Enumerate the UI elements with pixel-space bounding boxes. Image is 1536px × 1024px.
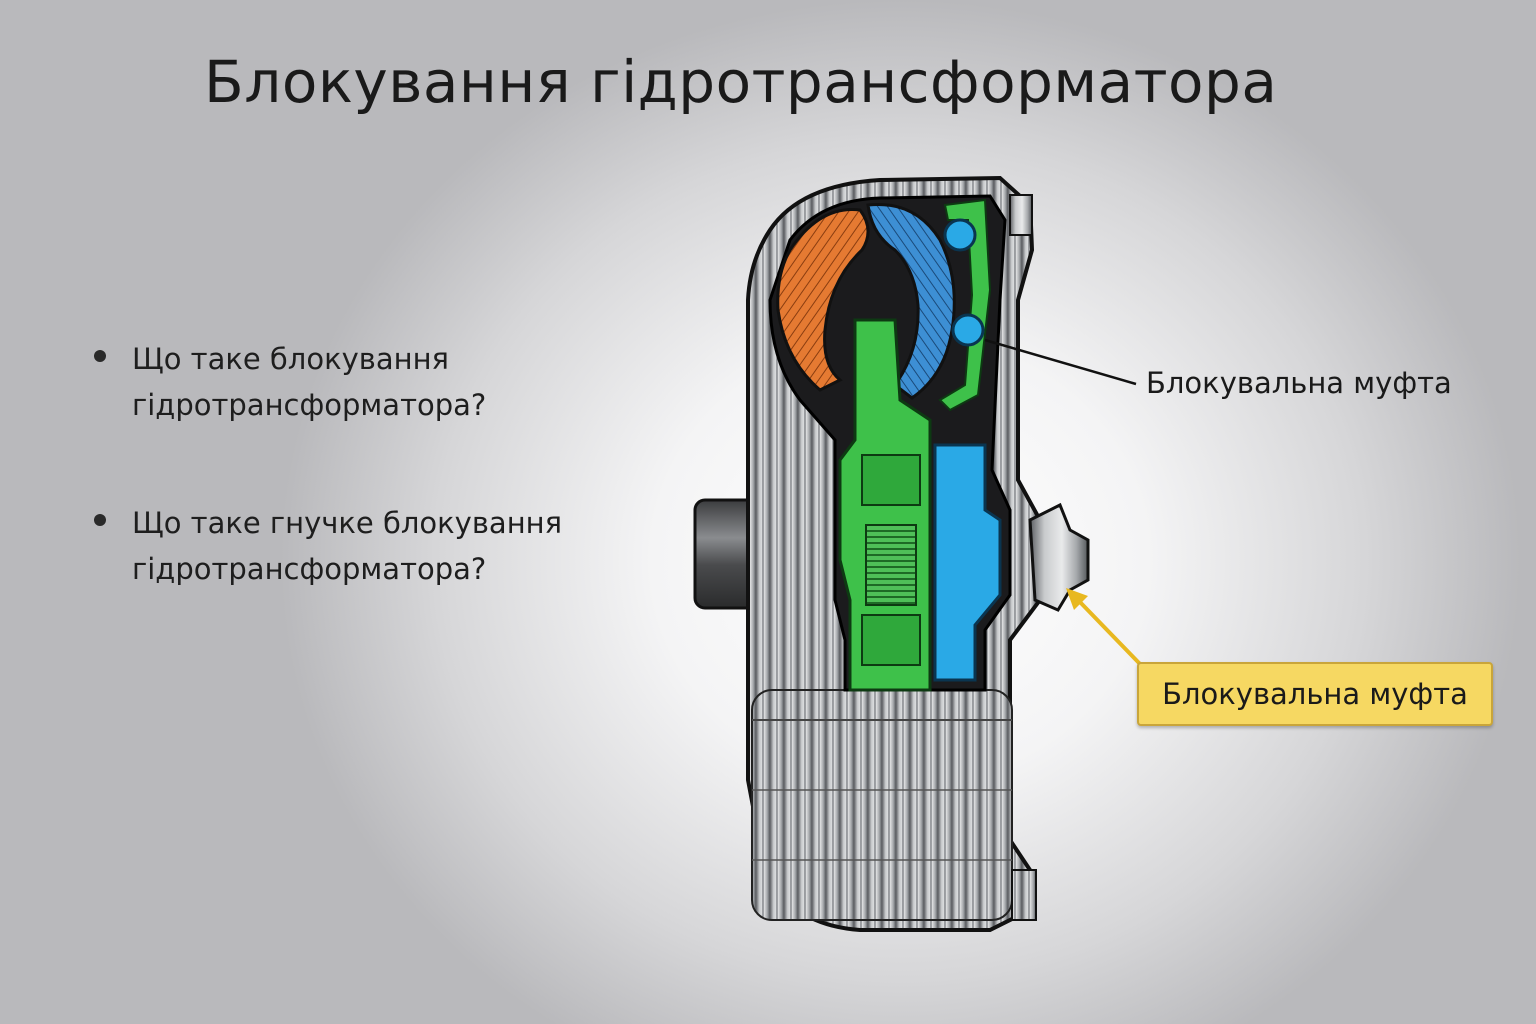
lower-drum: [751, 689, 1013, 921]
pump-impeller: [776, 208, 870, 392]
bullet-dot: [94, 514, 106, 526]
callout-arrow-head: [1066, 588, 1088, 610]
slide-title: Блокування гідротрансформатора: [204, 48, 1278, 116]
turbine-wheel: [866, 202, 956, 400]
bullet-dot: [94, 350, 106, 362]
callout-arrow-line: [1076, 598, 1142, 666]
bullet-1-line-2: гідротрансформатора?: [132, 388, 487, 422]
clutch-piston-lower: [951, 313, 985, 347]
bullet-item-2: Що таке гнучке блокування гідротрансформ…: [92, 500, 652, 592]
clutch-piston-upper: [943, 218, 977, 252]
clutch-fluid-cavity: [933, 443, 1002, 682]
clutch-label-highlighted: Блокувальна муфта: [1137, 662, 1493, 726]
bullet-2-line-1: Що таке гнучке блокування: [132, 506, 563, 540]
top-bolt: [1009, 194, 1033, 236]
bullet-1-line-1: Що таке блокування: [132, 342, 449, 376]
output-flange: [1028, 502, 1090, 612]
output-gear: [865, 524, 917, 606]
bullet-2-line-2: гідротрансформатора?: [132, 552, 487, 586]
bullet-item-1: Що таке блокування гідротрансформатора?: [92, 336, 652, 428]
callout-leader-line: [984, 338, 1137, 386]
clutch-label-plain: Блокувальна муфта: [1146, 366, 1452, 400]
bottom-bolt: [1011, 869, 1037, 921]
bullet-list: Що таке блокування гідротрансформатора? …: [92, 336, 652, 664]
